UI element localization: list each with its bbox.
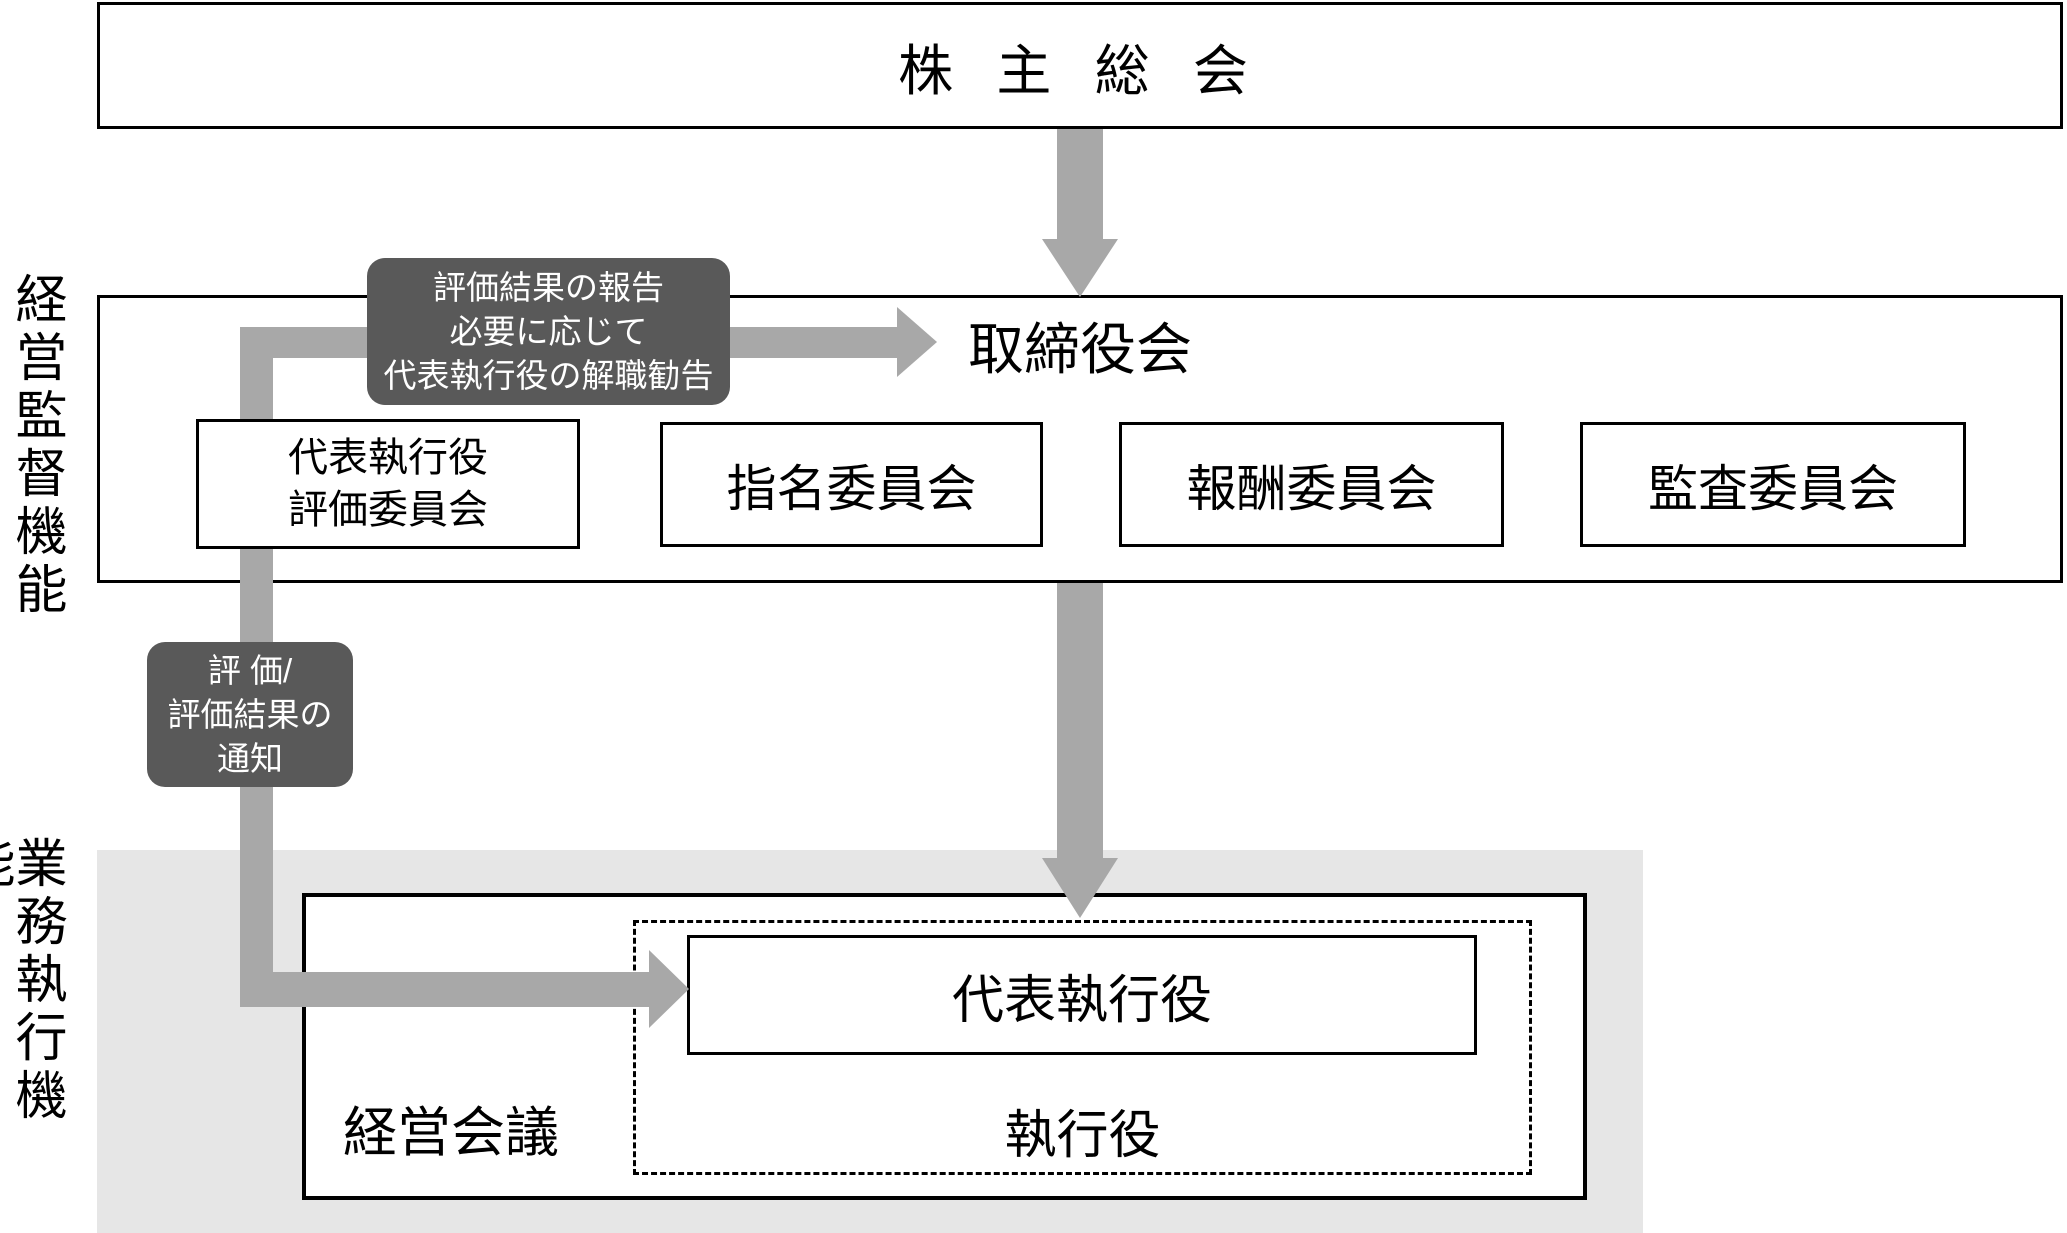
evaluation-callout-line3: 通知 [217,739,283,777]
report-callout-line1: 評価結果の報告 [433,268,664,306]
execution-function-label: 業務執行機能 [0,836,65,1126]
arrow-evaluation-to-executive-head [649,950,689,1028]
arrow-evaluation-to-board-head [897,307,937,377]
shareholders-meeting-box: 株 主 総 会 [97,2,2063,129]
audit-committee-box: 監査委員会 [1580,422,1966,547]
representative-executive-label: 代表執行役 [951,971,1212,1030]
report-callout-line2: 必要に応じて [449,312,648,350]
ceo-evaluation-committee-line2: 評価委員会 [288,488,488,532]
report-callout: 評価結果の報告 必要に応じて 代表執行役の解職勧告 [367,258,730,405]
evaluation-callout-line1: 評 価/ [207,651,293,689]
nomination-committee-box: 指名委員会 [660,422,1043,547]
executive-officers-dashed-box [633,920,1532,1175]
arrow-shareholders-to-board-head [1042,239,1118,297]
supervision-function-label: 経営監督機能 [7,272,65,620]
arrow-board-to-executive-shaft [1057,583,1103,858]
management-meeting-label: 経営会議 [343,1103,559,1163]
arrow-board-to-executive-head [1042,858,1118,918]
compensation-committee-box: 報酬委員会 [1119,422,1504,547]
board-of-directors-label: 取締役会 [968,318,1192,381]
report-callout-line3: 代表執行役の解職勧告 [383,356,714,394]
arrow-evaluation-to-executive-shaft [240,972,649,1007]
shareholders-meeting-label: 株 主 総 会 [898,39,1262,102]
compensation-committee-label: 報酬委員会 [1186,460,1437,517]
executive-officers-label: 執行役 [1004,1107,1161,1165]
evaluation-callout: 評 価/ 評価結果の 通知 [147,642,353,787]
ceo-evaluation-committee-box: 代表執行役 評価委員会 [196,419,580,549]
arrow-shareholders-to-board-shaft [1057,129,1103,239]
audit-committee-label: 監査委員会 [1648,460,1898,517]
ceo-evaluation-committee-line1: 代表執行役 [288,436,488,480]
evaluation-callout-line2: 評価結果の [167,695,333,733]
representative-executive-box: 代表執行役 [687,935,1477,1055]
nomination-committee-label: 指名委員会 [726,460,977,517]
